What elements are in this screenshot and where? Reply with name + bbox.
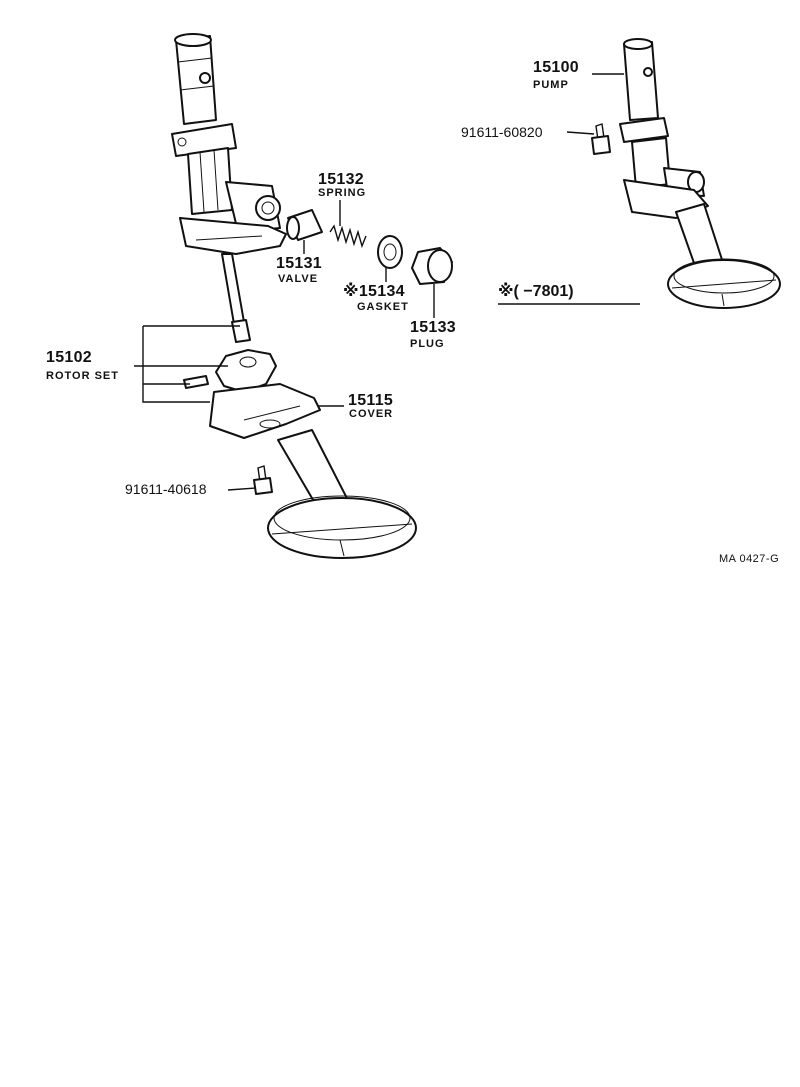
label-15134-name: GASKET xyxy=(357,301,409,313)
label-15102-number: 15102 xyxy=(46,349,92,366)
figure-reference: MA 0427-G xyxy=(719,553,780,565)
label-15102-name: ROTOR SET xyxy=(46,370,119,382)
label-15131-name: VALVE xyxy=(278,273,319,285)
label-15132-number: 15132 xyxy=(318,171,364,188)
label-15131-number: 15131 xyxy=(276,255,322,272)
label-15115-name: COVER xyxy=(349,408,394,420)
pump-body-left xyxy=(171,33,287,343)
label-bolt-60820: 91611-60820 xyxy=(461,124,543,140)
rotor-set xyxy=(183,349,277,393)
label-15100-name: PUMP xyxy=(533,79,569,91)
leader-lines xyxy=(134,73,640,491)
applicability-note: ※( −7801) xyxy=(498,283,574,300)
label-15132-name: SPRING xyxy=(318,187,367,199)
label-15115-number: 15115 xyxy=(348,392,394,409)
pump-assembly-right xyxy=(619,38,781,309)
label-15133-number: 15133 xyxy=(410,319,456,336)
label-15100-number: 15100 xyxy=(533,59,579,76)
label-bolt-40618: 91611-40618 xyxy=(125,481,207,497)
label-15134-number: ※15134 xyxy=(343,283,405,300)
bolt-40618 xyxy=(253,465,273,495)
bolt-60820 xyxy=(591,123,611,155)
label-15133-name: PLUG xyxy=(410,338,445,350)
cover-strainer-left xyxy=(209,383,417,559)
relief-valve-parts xyxy=(286,209,453,285)
